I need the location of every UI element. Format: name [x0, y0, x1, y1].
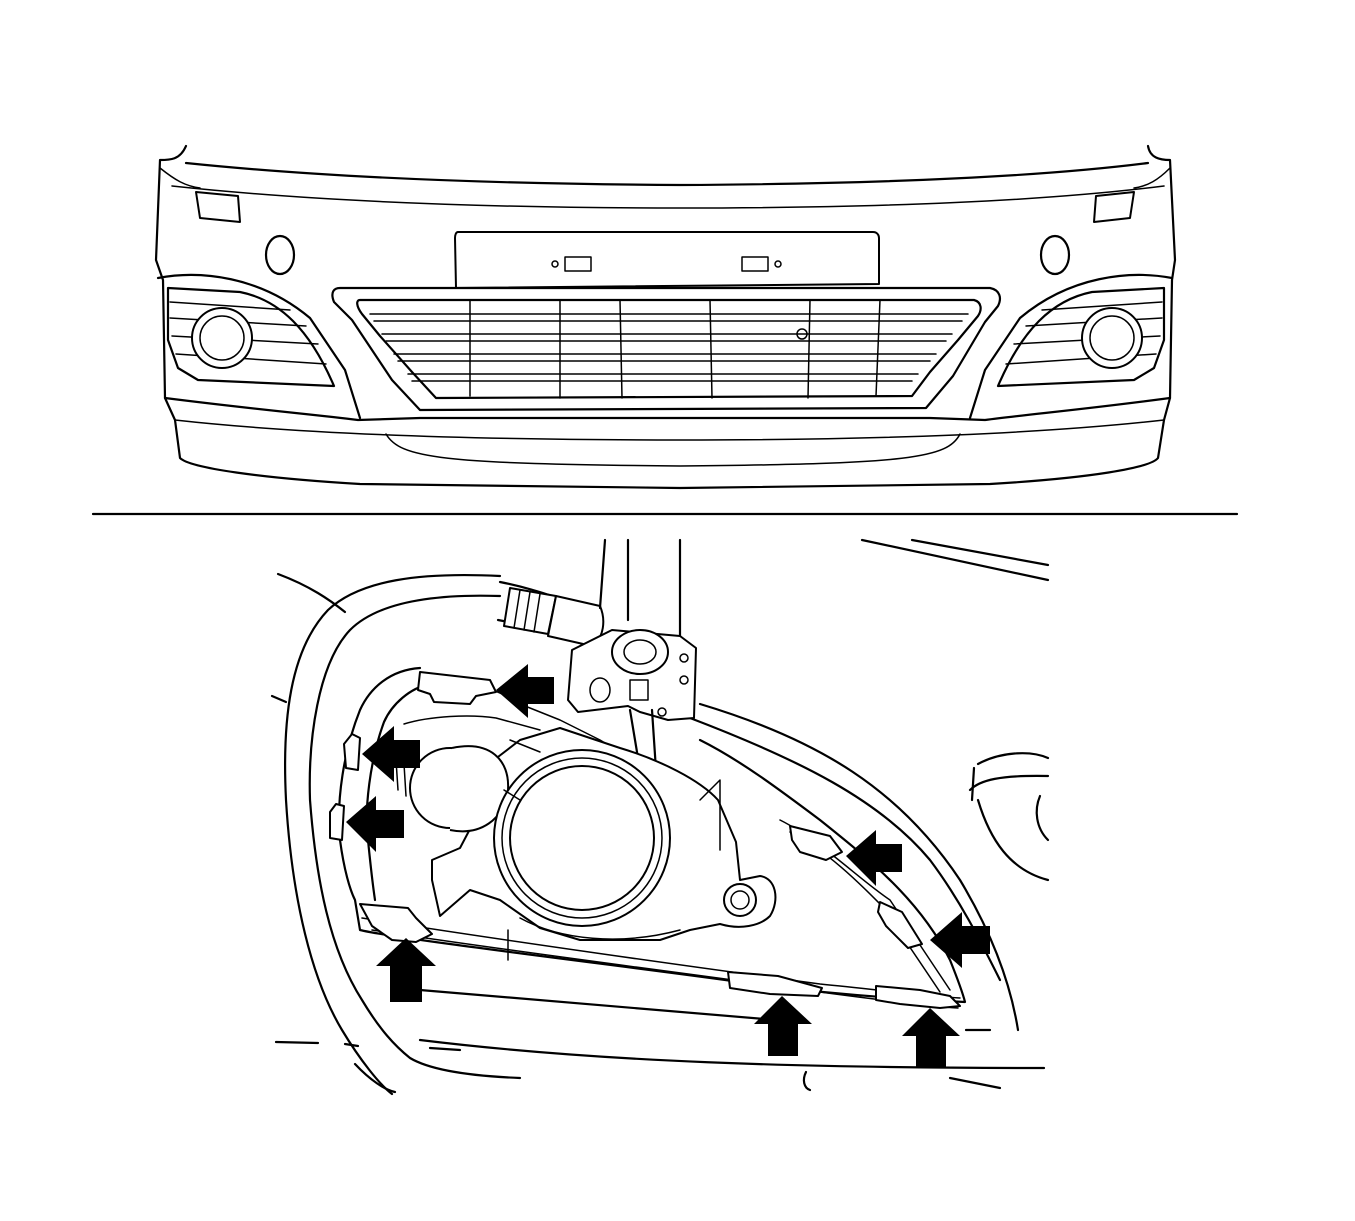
- housing-flange-1: [699, 779, 721, 851]
- mount-screw: [657, 707, 667, 717]
- grommet-rib-2: [523, 591, 531, 631]
- clip-right-lower: [877, 901, 923, 949]
- grille-emblem-stud: [796, 328, 808, 340]
- bumper-opening-outer: [283, 573, 502, 1096]
- mount-bolt-head: [611, 629, 669, 675]
- fog-lamp-adjuster-boss: [723, 883, 757, 917]
- fog-pod-left: [166, 286, 336, 388]
- clip-bottom-middle: [727, 971, 823, 997]
- fog-lamp-lens: [509, 765, 655, 911]
- bezel-top-rail-2: [403, 715, 541, 731]
- mount-hole-left: [589, 677, 611, 703]
- housing-lower-lip: [519, 917, 681, 940]
- arrow-clip-left-lower: [346, 796, 404, 852]
- clip-left-upper: [343, 733, 361, 771]
- plate-hole-left: [551, 260, 559, 268]
- arrow-clip-left-upper: [362, 726, 420, 782]
- mount-screw-3: [679, 675, 689, 685]
- body-line-bottom-1: [418, 988, 802, 1024]
- washer-tab-left: [195, 191, 241, 223]
- clip-bottom-right: [875, 985, 961, 1009]
- clip-left-lower: [329, 803, 345, 841]
- body-line-bottom-2: [418, 1038, 1046, 1070]
- fog-pod-right-outer: [968, 273, 1174, 420]
- housing-flange-2: [503, 789, 521, 801]
- bezel-frame-inner: [365, 682, 432, 902]
- fog-slat-left-1: [169, 301, 291, 311]
- grille-vert-4: [709, 299, 713, 399]
- bumper-outline: [154, 144, 1177, 490]
- washer-tab-right: [1093, 191, 1135, 223]
- wheelarch-inner-2: [1035, 794, 1050, 842]
- fender-curve-2: [698, 702, 1020, 1032]
- mount-slot: [629, 679, 649, 701]
- body-line-bottom-3: [948, 1076, 1002, 1090]
- grille-vert-5: [807, 299, 811, 399]
- body-line-bottom-left-1: [274, 1040, 320, 1045]
- grille-vert-3: [619, 299, 623, 399]
- wheelarch-inner-3: [976, 798, 1050, 882]
- bezel-stub-2: [403, 763, 407, 797]
- arrow-clip-right-lower: [930, 912, 990, 968]
- body-line-bottom-4: [802, 1070, 812, 1092]
- body-line-top-left: [276, 572, 347, 614]
- fog-lamp-right: [1081, 307, 1143, 369]
- clip-right-upper: [789, 825, 843, 861]
- grille-vert-6: [875, 299, 881, 397]
- bumper-lower-crease: [163, 396, 1172, 422]
- wheelarch-curve: [976, 752, 1050, 766]
- park-sensor-left: [264, 234, 296, 276]
- mount-bolt-inner: [623, 639, 657, 665]
- plate-hole-right: [774, 260, 782, 268]
- arrow-clip-top: [496, 664, 554, 718]
- arrow-clip-bottom-left: [376, 938, 436, 1002]
- arrow-clip-right-upper: [846, 830, 902, 886]
- bumper-top-line: [184, 161, 1150, 187]
- fog-lamp-detail-view: [270, 538, 1050, 1096]
- arrow-clip-bottom-right: [902, 1008, 960, 1068]
- wheelarch-inner-4: [970, 766, 976, 802]
- bumper-opening-inner: [308, 594, 522, 1080]
- plate-slot-right: [741, 256, 769, 272]
- fog-slat-right-1: [1041, 301, 1163, 311]
- body-line-bottom-left-3: [428, 1046, 462, 1052]
- bumper-crease-right: [1133, 167, 1171, 189]
- bumper-opening-lower: [353, 1062, 397, 1094]
- front-bumper-view: [154, 144, 1177, 490]
- fog-lamp-lens-ring-2: [501, 757, 663, 919]
- fog-pod-left-outer: [156, 273, 362, 420]
- grille-surround-outer: [331, 286, 1001, 412]
- clip-bottom-left: [359, 903, 433, 943]
- bumper-lip-line: [174, 419, 1165, 441]
- arrow-clip-bottom-middle: [754, 996, 812, 1056]
- body-line-top-right-2: [910, 538, 1050, 567]
- body-line-top-right-1: [860, 538, 1050, 582]
- park-sensor-right: [1039, 234, 1071, 276]
- housing-flange-3: [509, 739, 541, 753]
- mount-screw-2: [679, 653, 689, 663]
- grille-surround-inner: [356, 298, 982, 400]
- clip-top: [417, 671, 497, 705]
- fog-lamp-adjuster: [730, 890, 750, 910]
- license-plate-bracket: [454, 231, 880, 289]
- body-line-left-1: [270, 694, 288, 704]
- bumper-upper-crease: [171, 185, 1165, 209]
- wheelarch-inner: [968, 774, 1050, 792]
- grommet-rib-1: [513, 589, 521, 629]
- fog-pod-right: [996, 286, 1166, 388]
- fog-lamp-left-lens: [199, 315, 245, 361]
- bumper-air-dam: [385, 433, 961, 467]
- plate-slot-left: [564, 256, 592, 272]
- bracket-post-left-1: [598, 538, 607, 610]
- fog-lamp-left: [191, 307, 253, 369]
- fog-lamp-right-lens: [1089, 315, 1135, 361]
- bumper-crease-left: [159, 167, 201, 189]
- grommet-rib-3: [533, 593, 541, 633]
